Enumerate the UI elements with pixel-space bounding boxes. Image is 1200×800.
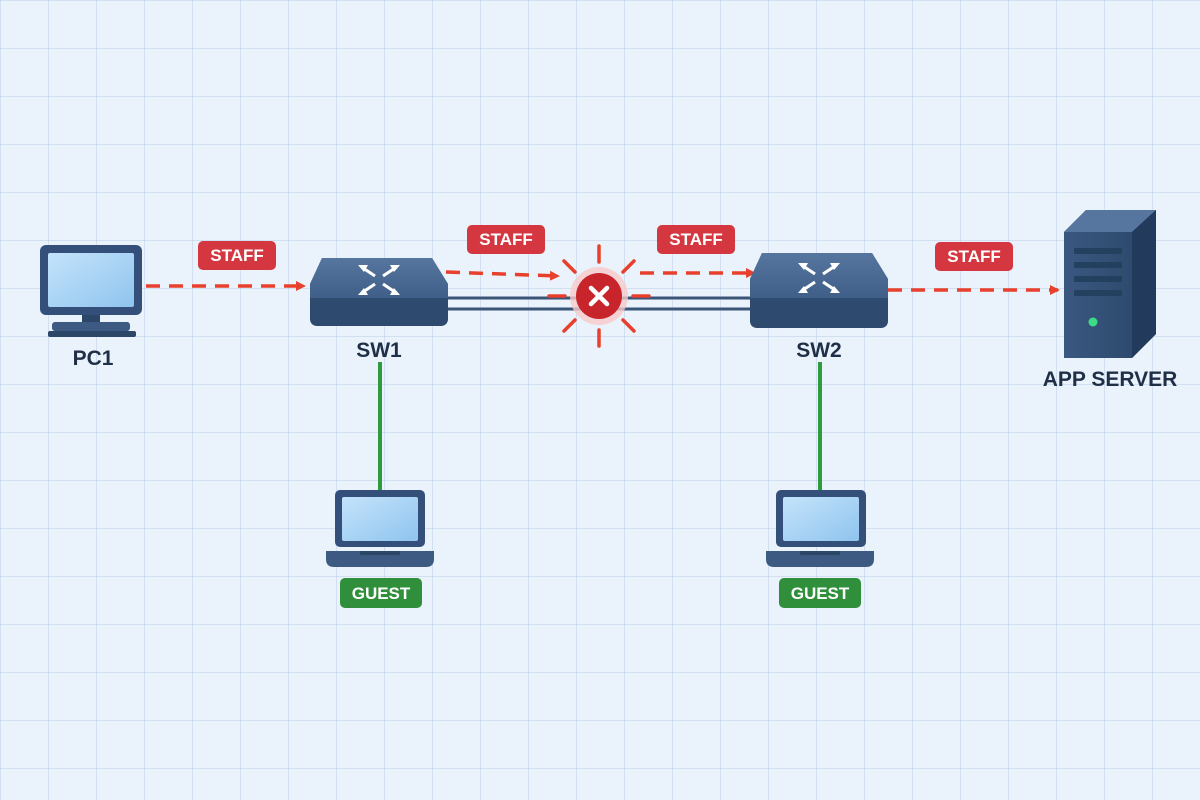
pc1-label: PC1 [73, 347, 114, 370]
guest-tag: GUEST [340, 578, 422, 608]
staff-tag-text: STAFF [669, 230, 723, 249]
guest-tag-text: GUEST [352, 584, 411, 603]
staff-tag: STAFF [657, 225, 735, 254]
guest-tag-text: GUEST [791, 584, 850, 603]
staff-tag-text: STAFF [479, 230, 533, 249]
blocked-x-icon [547, 244, 651, 348]
sw2-label: SW2 [796, 339, 842, 362]
network-switch-icon [310, 258, 448, 326]
staff-tag-text: STAFF [210, 246, 264, 265]
guest-tag: GUEST [779, 578, 861, 608]
laptop-icon [326, 490, 434, 567]
staff-tag: STAFF [935, 242, 1013, 271]
network-switch-icon [750, 253, 888, 328]
desktop-computer-icon [40, 245, 142, 337]
server-tower-icon [1064, 210, 1156, 358]
server-label: APP SERVER [1043, 368, 1178, 391]
sw1-label: SW1 [356, 339, 402, 362]
staff-tag: STAFF [467, 225, 545, 254]
staff-tag: STAFF [198, 241, 276, 270]
staff-flow-arrow-2 [445, 270, 560, 281]
laptop-icon [766, 490, 874, 567]
staff-tag-text: STAFF [947, 247, 1001, 266]
